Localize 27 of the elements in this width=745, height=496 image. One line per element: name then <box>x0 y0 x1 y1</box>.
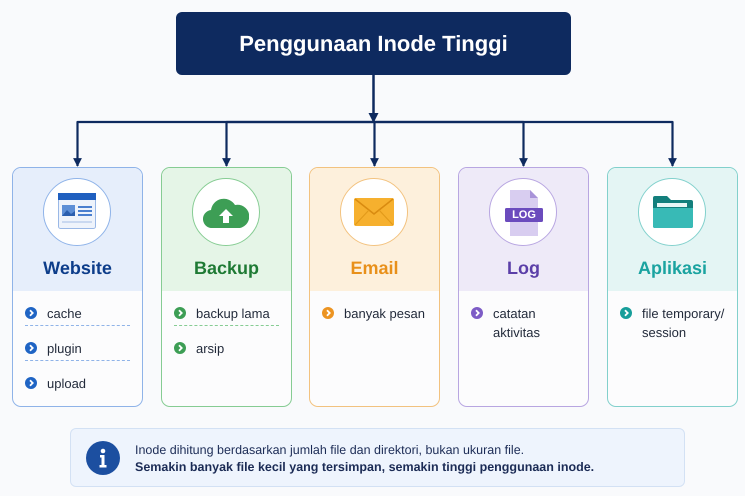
note-text: Semakin banyak file kecil yang tersimpan, semakin tinggi penggunaan inode. <box>135 460 594 474</box>
arrow <box>374 120 677 167</box>
list-item: backup lama <box>196 305 271 323</box>
info-box <box>70 428 685 487</box>
card-heading: Website <box>42 258 113 279</box>
category-card <box>458 167 589 407</box>
card-heading: Log <box>506 258 541 279</box>
arrow <box>222 120 374 167</box>
list-item: banyak pesan <box>344 305 426 323</box>
list-item: file temporary/ session <box>642 305 726 342</box>
arrow <box>368 75 378 123</box>
list-item: plugin <box>47 340 83 358</box>
arrow <box>370 120 379 167</box>
list-item: cache <box>47 305 83 323</box>
card-heading: Backup <box>192 258 260 279</box>
icon-label: LOG <box>511 209 537 221</box>
category-card <box>607 167 738 407</box>
category-card <box>161 167 292 407</box>
card-heading: Aplikasi <box>636 258 708 279</box>
list-item: arsip <box>196 340 226 358</box>
list-item: catatan aktivitas <box>493 305 541 342</box>
list-item: upload <box>47 375 88 393</box>
category-card <box>309 167 440 407</box>
card-heading: Email <box>349 258 400 279</box>
title-box: Penggunaan Inode Tinggi <box>176 12 571 75</box>
note-text: Inode dihitung berdasarkan jumlah file dan direktori, bukan ukuran file. <box>135 443 524 457</box>
category-card <box>12 167 143 407</box>
